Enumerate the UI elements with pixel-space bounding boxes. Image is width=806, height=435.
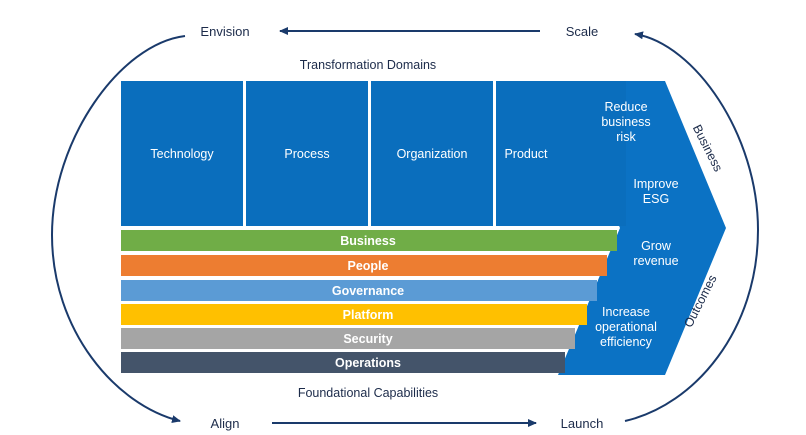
foundational-capabilities: BusinessPeopleGovernancePlatformSecurity… (121, 230, 617, 373)
capability-bar-business (121, 230, 617, 251)
outcome-line: operational (595, 320, 657, 334)
business-outcomes: ReducebusinessriskImproveESGGrowrevenueI… (595, 100, 679, 349)
capabilities-title: Foundational Capabilities (298, 386, 438, 400)
cycle-arrows (50, 27, 760, 427)
outcome-line: revenue (633, 254, 678, 268)
capability-label-people: People (348, 259, 389, 273)
outcome-line: ESG (643, 192, 669, 206)
transformation-domains: Technology Process Organization Product (121, 81, 626, 226)
outcome-line: risk (616, 130, 636, 144)
capability-label-security: Security (343, 332, 392, 346)
capability-bar-people (121, 255, 607, 276)
envision-label: Envision (200, 24, 249, 39)
capability-bar-security (121, 328, 575, 349)
outcome-line: Improve (633, 177, 678, 191)
outcome-line: business (601, 115, 650, 129)
domain-box-organization (371, 81, 493, 226)
capability-label-business: Business (340, 234, 396, 248)
align-label: Align (211, 416, 240, 431)
domain-box-product (496, 81, 626, 226)
outcome-line: efficiency (600, 335, 653, 349)
launch-label: Launch (561, 416, 604, 431)
domain-label-process: Process (284, 147, 329, 161)
outcome-line: Reduce (604, 100, 647, 114)
capability-label-platform: Platform (343, 308, 394, 322)
domains-title: Transformation Domains (300, 58, 436, 72)
scale-label: Scale (566, 24, 599, 39)
outcome-line: Grow (641, 239, 672, 253)
right-curve-arrow-icon (624, 31, 760, 422)
capability-bar-operations (121, 352, 565, 373)
domain-label-product: Product (504, 147, 548, 161)
outcome-line: Increase (602, 305, 650, 319)
capability-bar-governance (121, 280, 597, 301)
domain-label-technology: Technology (150, 147, 214, 161)
domain-box-process (246, 81, 368, 226)
domain-box-technology (121, 81, 243, 226)
capability-label-operations: Operations (335, 356, 401, 370)
left-curve-arrow-icon (50, 35, 186, 423)
domain-label-organization: Organization (397, 147, 468, 161)
capability-label-governance: Governance (332, 284, 404, 298)
capability-bar-platform (121, 304, 587, 325)
